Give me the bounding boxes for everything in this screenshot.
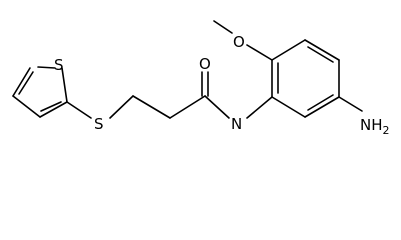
- bond-benzene-c2-c3: [271, 39, 306, 61]
- bond-benzene-c5-c6: [304, 96, 340, 118]
- bond-thiophene-s-c2: [61, 67, 68, 103]
- bond-n-ring: [246, 96, 273, 119]
- bond-benzene-double-2: [307, 46, 334, 63]
- bond-thioether-s-ch2: [109, 95, 134, 119]
- bond-thiophene-c2-c3: [39, 101, 68, 118]
- amide-nitrogen-label: N: [231, 115, 242, 133]
- bond-thiophene-c3-c4: [12, 95, 41, 118]
- molecule-structure: O O S S N NH2: [12, 20, 390, 137]
- bond-ch2-ch2: [132, 95, 171, 119]
- bonds: [12, 20, 363, 119]
- bond-thiophene-double-2: [18, 71, 34, 95]
- bond-benzene-double-3: [307, 94, 334, 111]
- carbonyl-oxygen-label: O: [199, 55, 211, 73]
- bond-ch2-carbonyl-c: [169, 95, 206, 119]
- bond-carbonyl-c-n: [204, 95, 230, 119]
- amine-nh-text: NH: [360, 116, 383, 134]
- bond-thiophene-c4-c5: [12, 67, 31, 97]
- bond-c2-thioether-s: [66, 101, 92, 119]
- bond-benzene-c6-c1: [271, 96, 306, 118]
- amine-subscript: 2: [383, 124, 390, 137]
- bond-methoxy-o-ch3: [213, 20, 233, 34]
- thiophene-sulfur-label: S: [54, 56, 64, 74]
- amine-label: NH2: [360, 116, 390, 137]
- atom-labels: O O S S N NH2: [54, 33, 390, 137]
- bond-thiophene-s-c5: [37, 66, 56, 69]
- bond-benzene-c3-c4: [304, 39, 340, 61]
- thioether-sulfur-label: S: [94, 115, 104, 133]
- methoxy-oxygen-label: O: [233, 33, 245, 51]
- bond-thiophene-double-1: [40, 101, 62, 112]
- bond-ring-methoxy-o: [246, 44, 273, 61]
- bond-ring-amine: [338, 96, 363, 112]
